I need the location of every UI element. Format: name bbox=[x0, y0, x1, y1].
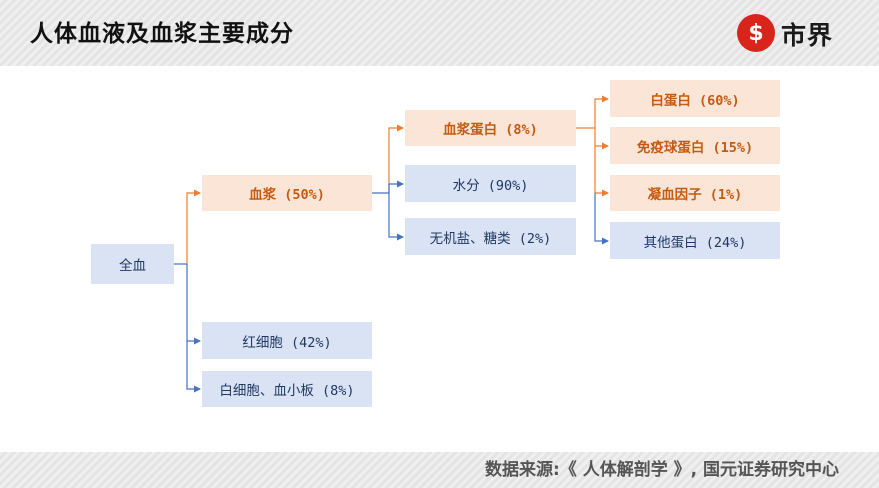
brand-logo: $ 市界 bbox=[737, 14, 867, 54]
node-other-protein: 其他蛋白 (24%) bbox=[610, 222, 780, 259]
plasma-connectors bbox=[372, 124, 404, 241]
node-red-blood-cells: 红细胞 (42%) bbox=[202, 322, 372, 359]
page-title: 人体血液及血浆主要成分 bbox=[30, 21, 294, 47]
node-wbc-platelets: 白细胞、血小板 (8%) bbox=[202, 371, 372, 407]
dollar-s-icon: $ bbox=[737, 14, 775, 52]
plasma-protein-connectors bbox=[576, 95, 609, 245]
node-albumin: 白蛋白 (60%) bbox=[610, 80, 780, 117]
node-clotting-factor: 凝血因子 (1%) bbox=[610, 175, 780, 211]
node-plasma: 血浆 (50%) bbox=[202, 175, 372, 211]
whole-blood-connectors bbox=[174, 189, 201, 393]
source-note: 数据来源:《 人体解剖学 》, 国元证券研究中心 bbox=[484, 460, 839, 480]
logo-text: 市界 bbox=[781, 21, 834, 50]
node-plasma-protein: 血浆蛋白 (8%) bbox=[405, 110, 576, 146]
node-water: 水分 (90%) bbox=[405, 165, 576, 202]
footer-bar bbox=[0, 452, 879, 488]
node-salts-sugars: 无机盐、糖类 (2%) bbox=[405, 218, 576, 255]
header-bar bbox=[0, 0, 879, 66]
node-immunoglobulin: 免疫球蛋白 (15%) bbox=[610, 127, 780, 164]
node-whole-blood: 全血 bbox=[91, 244, 174, 284]
